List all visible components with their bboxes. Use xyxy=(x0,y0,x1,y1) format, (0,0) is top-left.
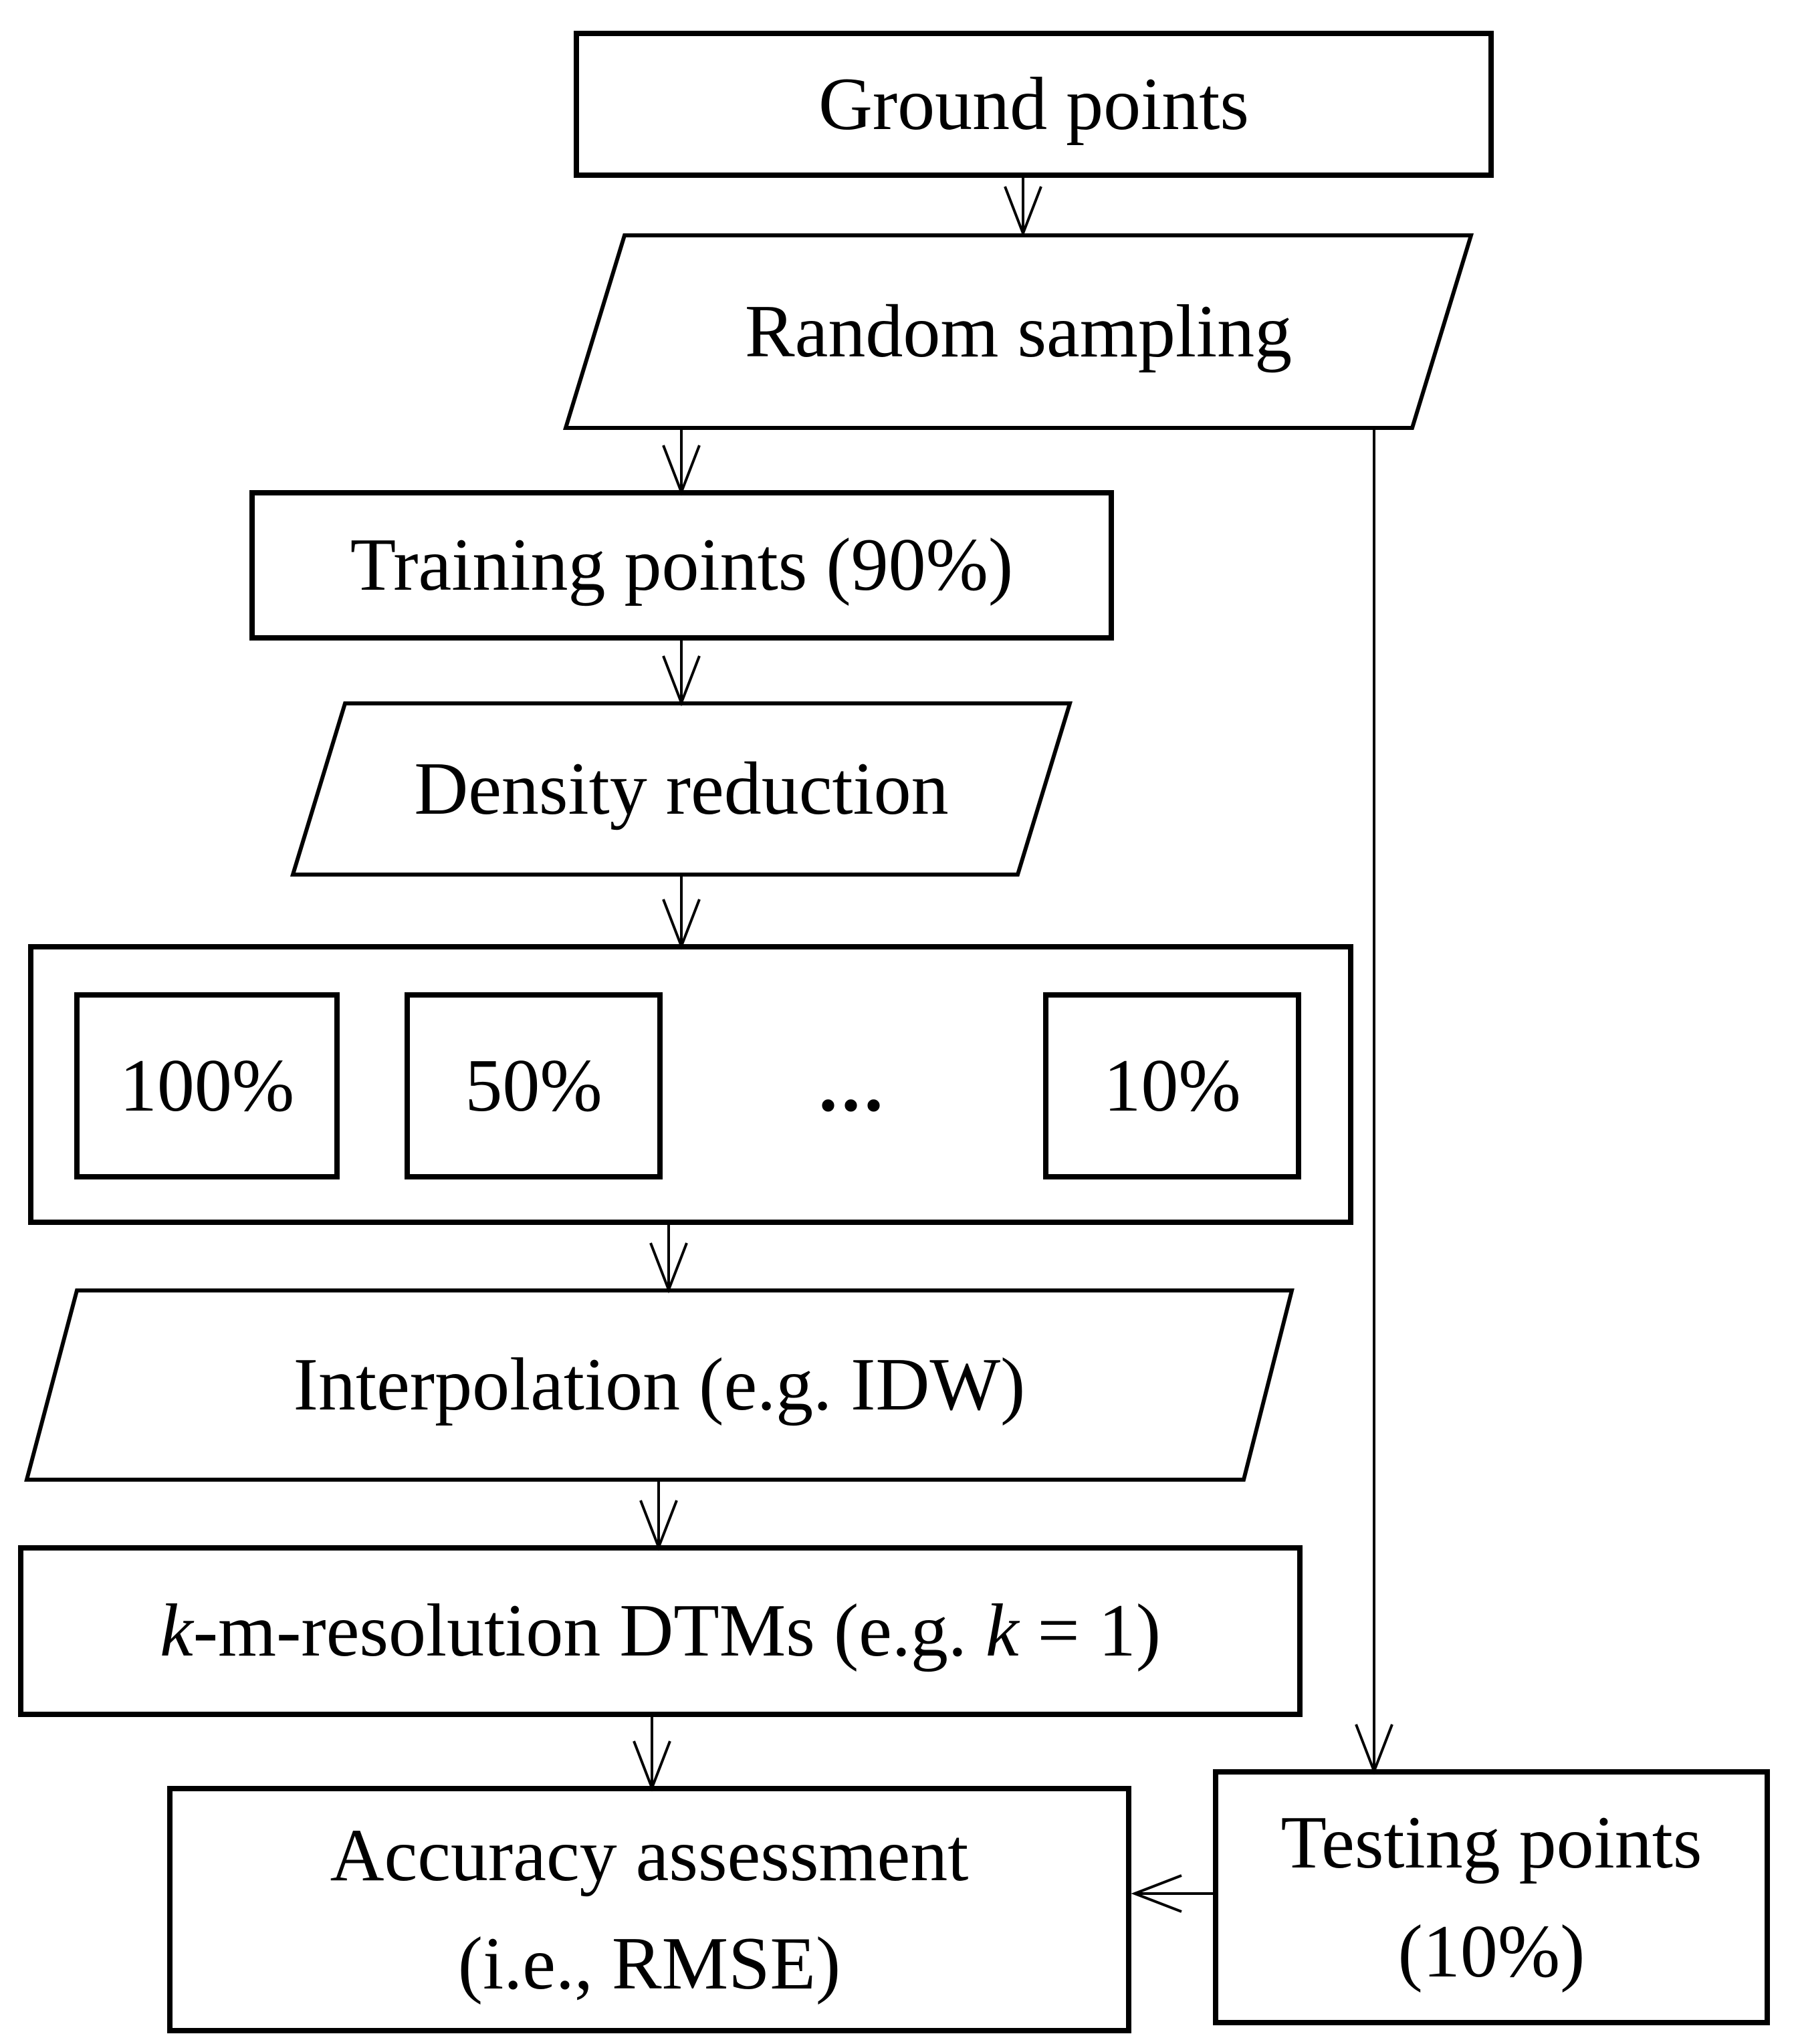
testing-points-line2: (10%) xyxy=(1397,1910,1585,1993)
density-level-100-label: 100% xyxy=(119,1044,295,1127)
density-level-ellipsis: ... xyxy=(818,1044,887,1127)
arrowhead-interpolation-to-dtm xyxy=(639,1500,678,1551)
density-level-10-box xyxy=(1043,992,1301,1179)
accuracy-assessment-box xyxy=(167,1786,1131,2033)
interpolation-parallelogram xyxy=(24,1288,1295,1482)
density-level-10-label: 10% xyxy=(1103,1044,1241,1127)
ground-points-box xyxy=(574,31,1494,178)
interpolation-label: Interpolation (e.g. IDW) xyxy=(293,1343,1026,1427)
training-points-label: Training points (90%) xyxy=(350,524,1014,607)
random-sampling-parallelogram xyxy=(562,233,1474,430)
testing-points-box xyxy=(1213,1769,1770,2025)
arrowhead-levels-to-interpolation xyxy=(649,1242,688,1294)
density-level-50-label: 50% xyxy=(465,1044,602,1127)
dtm-label: k-m-resolution DTMs (e.g. k = 1) xyxy=(21,1548,1300,1714)
dtm-label-mid: -m-resolution DTMs (e.g. xyxy=(193,1589,986,1673)
testing-points-label: Testing points (10%) xyxy=(1216,1772,1767,2023)
accuracy-assessment-label: Accuracy assessment (i.e., RMSE) xyxy=(170,1789,1129,2031)
arrowhead-dtm-to-accuracy xyxy=(633,1740,671,1792)
arrowhead-ground-to-random xyxy=(1004,186,1042,237)
dtm-label-end: = 1) xyxy=(1018,1589,1161,1673)
density-levels-container-box xyxy=(28,944,1353,1225)
arrowhead-random-to-testing xyxy=(1355,1724,1393,1775)
density-reduction-label: Density reduction xyxy=(414,747,949,830)
random-sampling-label: Random sampling xyxy=(744,290,1293,373)
accuracy-assessment-line2: (i.e., RMSE) xyxy=(457,1922,841,2005)
density-level-100-box xyxy=(74,992,340,1179)
density-level-50-box xyxy=(405,992,663,1179)
arrowhead-training-to-density xyxy=(662,655,701,707)
accuracy-assessment-line1: Accuracy assessment xyxy=(330,1813,969,1897)
dtm-box xyxy=(18,1545,1303,1717)
arrowhead-testing-to-accuracy xyxy=(1131,1874,1182,1913)
dtm-label-k2: k xyxy=(985,1589,1019,1673)
arrowhead-density-to-levels xyxy=(662,899,701,950)
ground-points-label: Ground points xyxy=(818,62,1249,146)
density-reduction-parallelogram xyxy=(290,701,1073,877)
dtm-label-k1: k xyxy=(159,1589,193,1673)
testing-points-line1: Testing points xyxy=(1280,1801,1702,1885)
arrowhead-random-to-training xyxy=(662,445,701,496)
